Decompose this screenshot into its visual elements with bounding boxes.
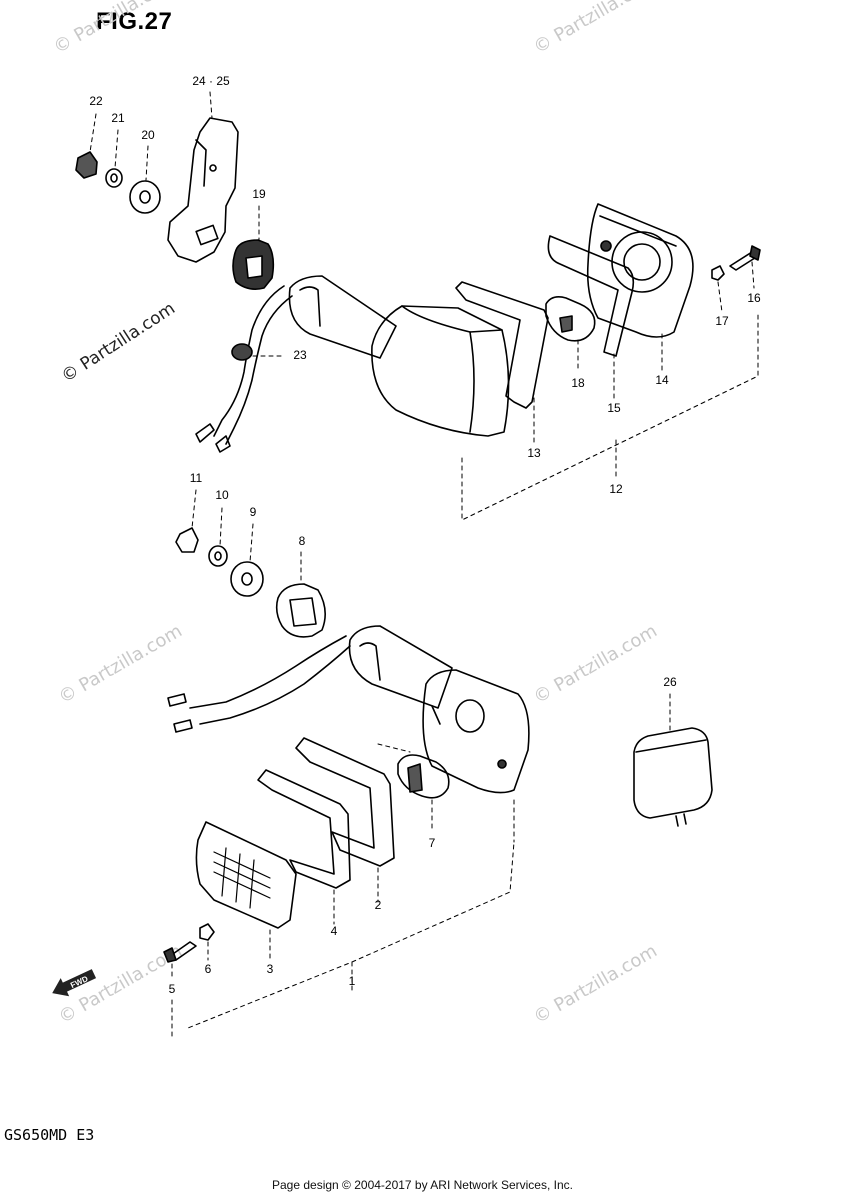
- callout-11: 11: [189, 471, 203, 485]
- washer-part: [230, 561, 264, 597]
- lens-part: [195, 821, 297, 929]
- gasket-part: [455, 281, 549, 409]
- callout-26: 26: [663, 675, 677, 689]
- gasket-part: [257, 769, 351, 889]
- callout-10: 10: [215, 488, 229, 502]
- callout-12: 12: [609, 482, 623, 496]
- callout-17: 17: [715, 314, 729, 328]
- lamp-stem-part: [348, 625, 453, 709]
- callout-3: 3: [266, 962, 274, 976]
- lamp-housing-part: [371, 305, 510, 437]
- callout-5: 5: [168, 982, 176, 996]
- callout-6: 6: [204, 962, 212, 976]
- callout-7: 7: [428, 836, 436, 850]
- relay-part: [633, 727, 713, 819]
- front-direction-arrow-icon: FWD: [52, 969, 97, 997]
- grommet-part: [275, 583, 326, 638]
- nut-part: [175, 527, 199, 553]
- bulb-part: [545, 296, 596, 342]
- callout-20: 20: [141, 128, 155, 142]
- callout-23: 23: [293, 348, 307, 362]
- lamp-housing-part: [422, 669, 530, 794]
- callout-1: 1: [348, 974, 356, 988]
- callout-21: 21: [111, 111, 125, 125]
- figure-title: FIG.27: [96, 8, 173, 35]
- callout-8: 8: [298, 534, 306, 548]
- washer-part: [129, 180, 161, 214]
- nut-part: [75, 151, 98, 179]
- callout-22: 22: [89, 94, 103, 108]
- callout-16: 16: [747, 291, 761, 305]
- wire-grommet-part: [231, 343, 253, 361]
- lock-washer-part: [105, 168, 123, 188]
- gasket-part: [547, 235, 635, 357]
- gasket-part: [295, 737, 395, 867]
- callout-9: 9: [249, 505, 257, 519]
- footer-copyright: Page design © 2004-2017 by ARI Network S…: [271, 1178, 573, 1192]
- callout-19: 19: [252, 187, 266, 201]
- lamp-stem-part: [288, 275, 397, 359]
- callout-4: 4: [330, 924, 338, 938]
- lock-washer-part: [208, 545, 228, 567]
- nut-part: [711, 265, 725, 281]
- callout-15: 15: [607, 401, 621, 415]
- callout-24-25: 24 · 25: [192, 74, 230, 88]
- callout-18: 18: [571, 376, 585, 390]
- callout-13: 13: [527, 446, 541, 460]
- svg-text:FWD: FWD: [69, 974, 90, 990]
- bulb-part: [397, 754, 450, 799]
- callout-14: 14: [655, 373, 669, 387]
- bracket-part: [167, 117, 239, 263]
- model-code: GS650MD E3: [4, 1126, 95, 1144]
- lens-part: [586, 203, 694, 338]
- nut-part: [199, 923, 215, 941]
- callout-2: 2: [374, 898, 382, 912]
